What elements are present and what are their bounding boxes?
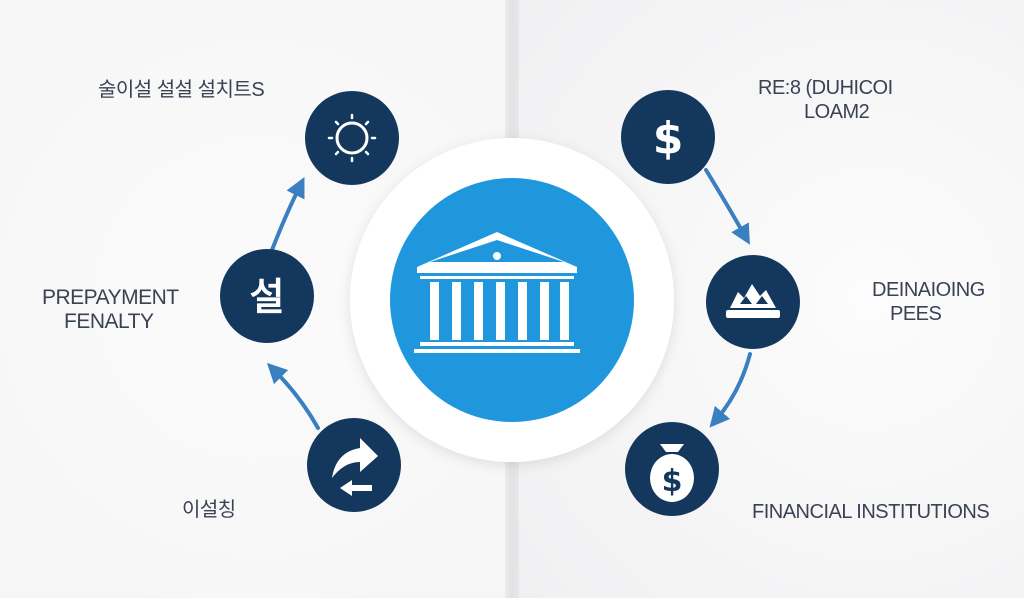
label-right-middle-line1: DEINAIOING [872, 279, 985, 301]
bank-building-icon [414, 232, 580, 353]
node-left-middle: 설 [220, 249, 314, 343]
mountain-tray-icon [726, 284, 780, 318]
label-right-top: RE:8 (DUHICOI LOAM2 [758, 76, 893, 124]
node-right-top: $ [621, 90, 715, 184]
label-left-top: 술이설 설설 설치트S [98, 79, 265, 101]
label-left-bottom: 이설칭 [182, 499, 236, 521]
sun-icon [327, 113, 377, 163]
label-right-middle-line2: PEES [890, 303, 942, 325]
money-bag-icon: $ [650, 444, 694, 502]
arrow-right-upper [704, 168, 750, 245]
label-left-middle-line1: PREPAYMENT [42, 286, 179, 309]
node-right-bottom: $ [625, 422, 719, 516]
return-arrows-icon [332, 438, 378, 496]
center-circle [390, 178, 634, 422]
money-bag-dollar: $ [662, 464, 683, 499]
arrow-left-lower [266, 362, 320, 430]
arrow-right-lower [709, 352, 752, 428]
node-left-top [305, 91, 399, 185]
node-left-middle-glyph: 설 [250, 275, 285, 319]
node-left-bottom [307, 418, 401, 512]
label-left-middle: PREPAYMENT FENALTY [42, 286, 179, 334]
label-right-middle: DEINAIOING PEES [872, 278, 985, 326]
node-right-middle [706, 255, 800, 349]
label-left-middle-line2: FENALTY [64, 310, 154, 333]
label-right-top-line2: LOAM2 [804, 101, 870, 123]
label-right-top-line1: RE:8 (DUHICOI [758, 77, 893, 99]
dollar-sign-icon: $ [653, 113, 684, 164]
label-right-bottom: FINANCIAL INSTITUTIONS [752, 501, 990, 523]
arrow-left-upper [270, 177, 305, 252]
